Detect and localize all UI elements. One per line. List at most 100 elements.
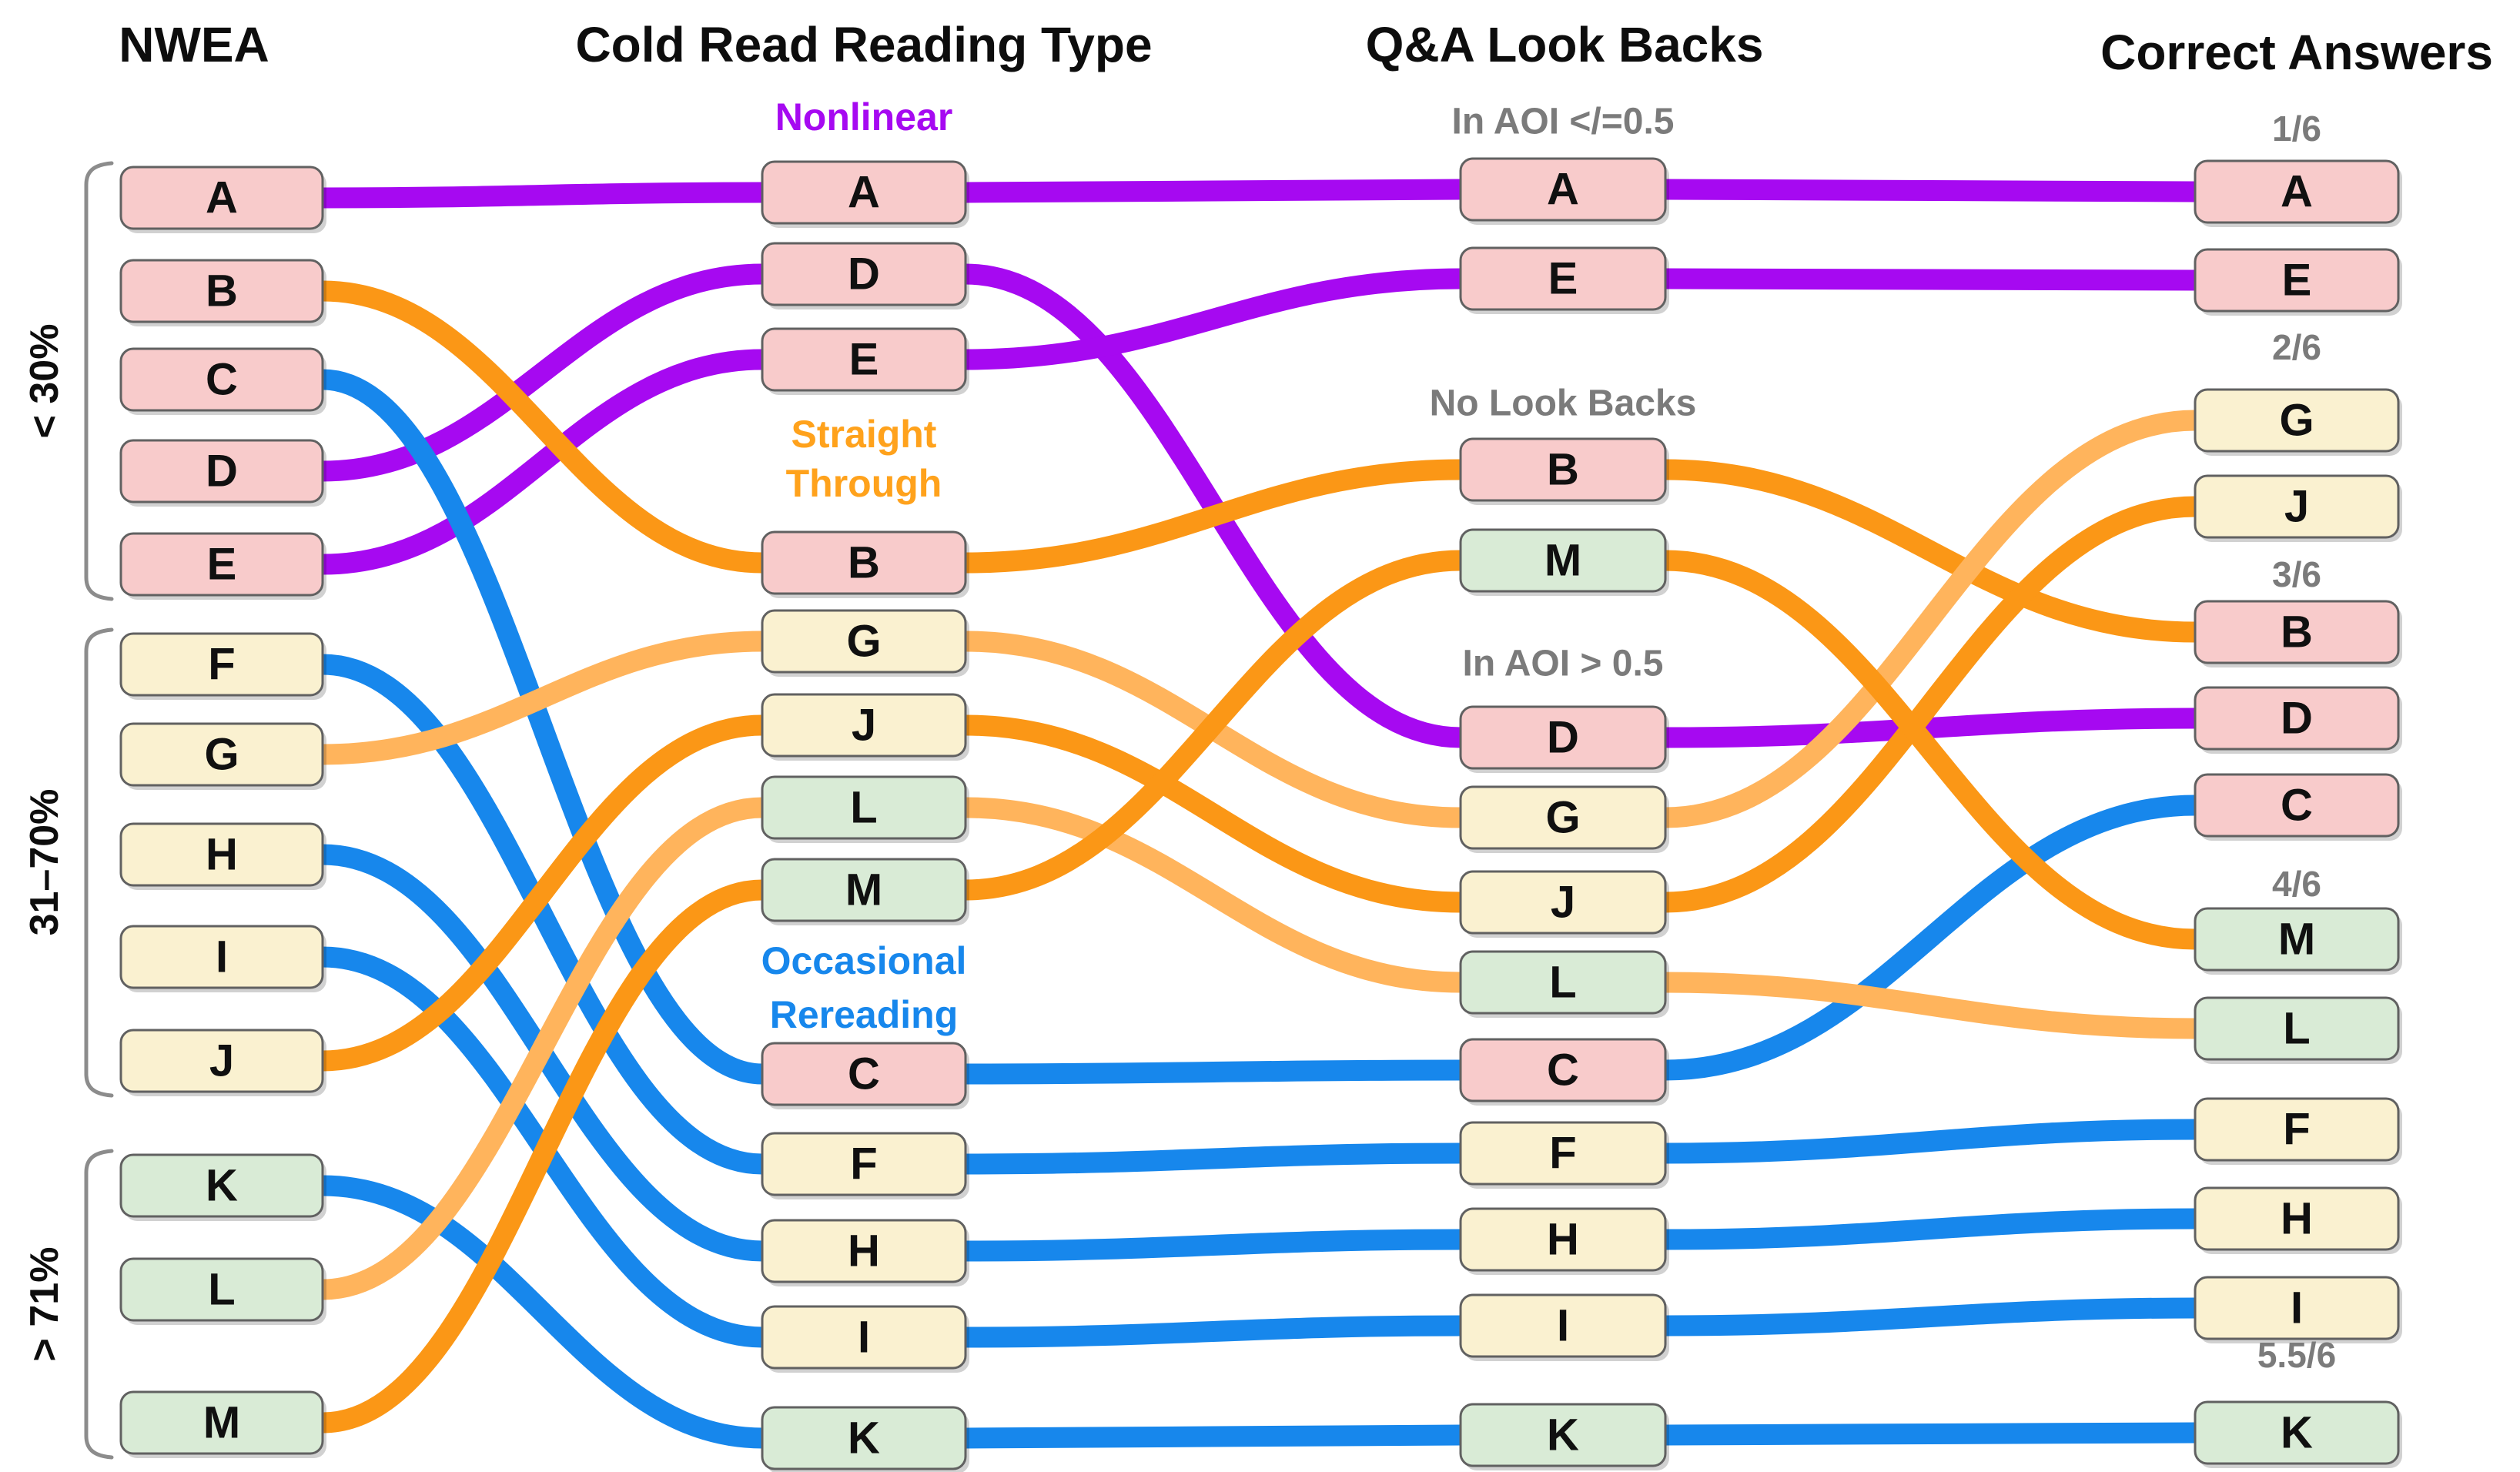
node-qa-B: B	[1459, 437, 1669, 505]
node-box-correct-K	[2194, 1400, 2400, 1465]
nodes-layer: ABCDEFGHIJKLMADEBGJLMCFHIKAEBMDGJLCFHIKA…	[119, 157, 2402, 1472]
link-H-cold_read-qa	[965, 1229, 1461, 1262]
node-label-nwea-E: E	[207, 540, 237, 590]
node-box-qa-B	[1459, 437, 1667, 502]
score-label-1-6: 1/6	[2272, 109, 2321, 149]
node-cold_read-A: A	[761, 160, 969, 228]
node-box-nwea-L	[119, 1257, 324, 1322]
node-label-cold_read-I: I	[858, 1313, 870, 1363]
score-label-3-6: 3/6	[2272, 554, 2321, 594]
node-label-cold_read-A: A	[848, 168, 880, 218]
node-box-qa-M	[1459, 528, 1667, 593]
node-cold_read-K: K	[761, 1406, 969, 1472]
section-label-through: Through	[786, 462, 942, 505]
node-qa-L: L	[1459, 950, 1669, 1018]
node-cold_read-F: F	[761, 1132, 969, 1199]
node-label-cold_read-H: H	[848, 1226, 880, 1276]
section-label-no-look-backs: No Look Backs	[1430, 383, 1697, 424]
node-label-qa-G: G	[1545, 793, 1580, 843]
link-L-cold_read-qa	[965, 797, 1461, 993]
node-label-cold_read-B: B	[848, 538, 880, 588]
node-box-correct-L	[2194, 996, 2400, 1061]
node-label-cold_read-M: M	[845, 865, 882, 915]
node-label-correct-C: C	[2281, 781, 2313, 831]
node-label-qa-J: J	[1551, 878, 1575, 928]
node-qa-C: C	[1459, 1038, 1669, 1106]
node-label-qa-D: D	[1547, 713, 1579, 763]
node-qa-K: K	[1459, 1403, 1669, 1470]
node-label-cold_read-E: E	[849, 335, 879, 385]
labels-layer: NWEA Cold Read Reading Type Q&A Look Bac…	[22, 17, 2493, 1460]
node-box-cold_read-D	[761, 242, 967, 306]
node-label-correct-B: B	[2281, 607, 2313, 657]
node-qa-I: I	[1459, 1293, 1669, 1361]
node-box-nwea-F	[119, 632, 324, 697]
node-label-correct-E: E	[2282, 256, 2312, 306]
node-nwea-B: B	[119, 259, 326, 326]
node-box-nwea-D	[119, 439, 324, 503]
node-qa-E: E	[1459, 246, 1669, 314]
node-label-correct-A: A	[2281, 167, 2313, 217]
node-box-cold_read-K	[761, 1406, 967, 1470]
node-correct-I: I	[2194, 1276, 2402, 1343]
node-qa-M: M	[1459, 528, 1669, 596]
link-M-qa-correct	[1665, 550, 2196, 950]
node-box-qa-E	[1459, 246, 1667, 311]
link-C-nwea-cold_read	[322, 369, 763, 1085]
node-cold_read-M: M	[761, 858, 969, 925]
link-L-qa-correct	[1665, 972, 2196, 1039]
link-B-cold_read-qa	[965, 459, 1461, 574]
node-box-nwea-C	[119, 347, 324, 412]
node-box-qa-I	[1459, 1293, 1667, 1358]
node-label-qa-C: C	[1547, 1045, 1579, 1096]
link-A-nwea-cold_read	[322, 182, 763, 209]
column-header-correct-answers: Correct Answers	[2100, 25, 2493, 80]
node-label-correct-L: L	[2283, 1004, 2310, 1054]
link-C-qa-correct	[1665, 795, 2196, 1081]
link-F-cold_read-qa	[965, 1142, 1461, 1175]
node-label-nwea-G: G	[204, 730, 239, 780]
node-label-correct-G: G	[2279, 396, 2314, 446]
node-box-correct-J	[2194, 474, 2400, 539]
link-D-qa-correct	[1665, 708, 2196, 748]
node-qa-A: A	[1459, 157, 1669, 225]
node-label-correct-K: K	[2281, 1408, 2313, 1458]
links-layer	[322, 179, 2196, 1449]
score-label-5-5-6: 5.5/6	[2257, 1335, 2336, 1375]
bracket-label-lt30: < 30%	[22, 324, 67, 439]
node-nwea-L: L	[119, 1257, 326, 1325]
node-box-cold_read-J	[761, 693, 967, 758]
node-label-correct-I: I	[2291, 1283, 2303, 1333]
node-box-qa-F	[1459, 1121, 1667, 1186]
node-correct-K: K	[2194, 1400, 2402, 1468]
node-nwea-J: J	[119, 1029, 326, 1096]
node-cold_read-G: G	[761, 609, 969, 677]
node-box-cold_read-B	[761, 530, 967, 595]
node-label-qa-K: K	[1547, 1410, 1579, 1460]
link-I-qa-correct	[1665, 1297, 2196, 1337]
link-F-nwea-cold_read	[322, 654, 763, 1175]
link-J-qa-correct	[1665, 496, 2196, 913]
link-E-nwea-cold_read	[322, 349, 763, 575]
node-qa-H: H	[1459, 1207, 1669, 1275]
link-C-cold_read-qa	[965, 1059, 1461, 1085]
node-correct-G: G	[2194, 388, 2402, 456]
node-box-qa-K	[1459, 1403, 1667, 1467]
link-B-qa-correct	[1665, 459, 2196, 643]
node-box-qa-J	[1459, 870, 1667, 935]
node-qa-J: J	[1459, 870, 1669, 938]
node-box-correct-C	[2194, 773, 2400, 838]
node-box-correct-E	[2194, 248, 2400, 313]
link-J-nwea-cold_read	[322, 714, 763, 1072]
node-box-qa-H	[1459, 1207, 1667, 1272]
node-box-correct-B	[2194, 600, 2400, 664]
node-label-nwea-I: I	[216, 932, 228, 982]
node-box-cold_read-A	[761, 160, 967, 225]
node-box-nwea-K	[119, 1153, 324, 1218]
bracket-gt71	[84, 1149, 114, 1460]
node-cold_read-D: D	[761, 242, 969, 309]
node-box-correct-A	[2194, 159, 2400, 224]
node-nwea-H: H	[119, 822, 326, 890]
bracket-label-gt71: > 71%	[22, 1247, 67, 1362]
